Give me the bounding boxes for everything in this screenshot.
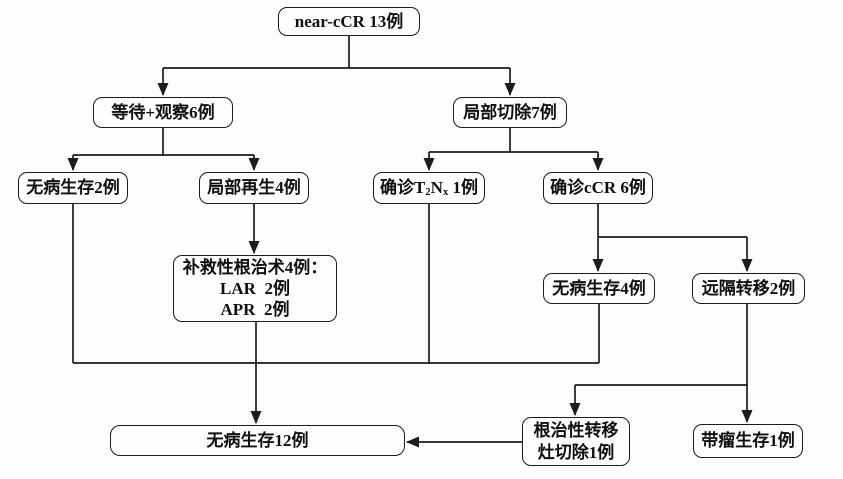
node-confirmed-t2nx: 确诊T2Nx 1例 bbox=[373, 172, 485, 204]
node-dfs-4: 无病生存4例 bbox=[543, 273, 655, 304]
node-salvage-surgery-line1: 补救性根治术4例： bbox=[182, 257, 328, 277]
node-salvage-surgery-line2: LAR 2例 bbox=[220, 278, 290, 298]
node-radical-metastasis-resection: 根治性转移 灶切除1例 bbox=[522, 417, 630, 466]
node-dfs-4-label: 无病生存4例 bbox=[552, 278, 646, 298]
node-confirmed-t2nx-label: 确诊T2Nx 1例 bbox=[380, 178, 478, 199]
node-dfs-12-label: 无病生存12例 bbox=[206, 430, 309, 450]
node-local-regrowth-label: 局部再生4例 bbox=[207, 178, 301, 198]
node-distant-metastasis-label: 远隔转移2例 bbox=[701, 278, 796, 298]
node-local-regrowth: 局部再生4例 bbox=[199, 172, 309, 204]
node-watch-wait-label: 等待+观察6例 bbox=[111, 102, 215, 122]
node-radical-metastasis-resection-line2: 灶切除1例 bbox=[537, 442, 615, 462]
node-confirmed-ccr-label: 确诊cCR 6例 bbox=[550, 178, 646, 198]
node-near-ccr-root-label: near-cCR 13例 bbox=[294, 11, 404, 31]
node-survival-with-tumor-label: 带瘤生存1例 bbox=[701, 431, 795, 451]
node-radical-metastasis-resection-line1: 根治性转移 bbox=[533, 421, 619, 441]
node-local-excision-label: 局部切除7例 bbox=[463, 102, 557, 122]
node-dfs-12: 无病生存12例 bbox=[110, 425, 405, 456]
node-dfs-2: 无病生存2例 bbox=[18, 172, 128, 204]
node-confirmed-ccr: 确诊cCR 6例 bbox=[543, 172, 653, 204]
node-salvage-surgery: 补救性根治术4例： LAR 2例 APR 2例 bbox=[173, 255, 337, 322]
node-salvage-surgery-line3: APR 2例 bbox=[220, 300, 290, 320]
node-distant-metastasis: 远隔转移2例 bbox=[692, 273, 805, 304]
node-watch-wait: 等待+观察6例 bbox=[93, 97, 233, 128]
node-near-ccr-root: near-cCR 13例 bbox=[278, 7, 420, 36]
node-local-excision: 局部切除7例 bbox=[453, 97, 567, 128]
node-survival-with-tumor: 带瘤生存1例 bbox=[693, 424, 803, 458]
node-dfs-2-label: 无病生存2例 bbox=[26, 178, 120, 198]
